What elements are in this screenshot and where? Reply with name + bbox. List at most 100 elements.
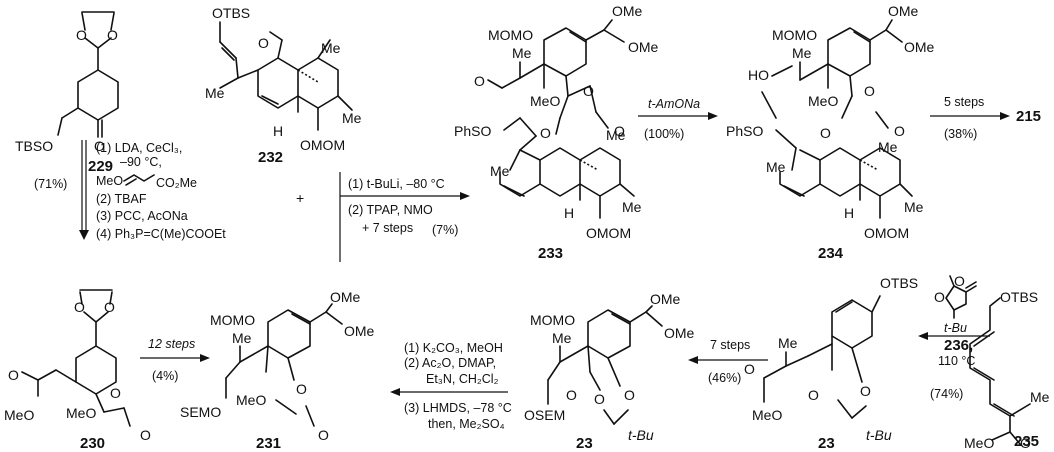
atom-o: O bbox=[540, 125, 551, 141]
atom-o: O bbox=[110, 385, 121, 401]
atom-momo: MOMO bbox=[488, 27, 533, 43]
atom-o: O bbox=[864, 83, 875, 99]
atom-o: O bbox=[474, 73, 485, 89]
atom-ome: OMe bbox=[330, 289, 361, 305]
compound-233: MOMO OMe OMe Me O MeO O O O PhSO Me bbox=[454, 3, 659, 262]
atom-o: O bbox=[104, 299, 115, 315]
step6-line1: (1) K₂CO₃, MeOH bbox=[404, 341, 503, 355]
step2-yield: (7%) bbox=[432, 223, 458, 237]
arrow-step6 bbox=[390, 388, 508, 396]
atom-ome: OMe bbox=[650, 291, 681, 307]
step1-line5: (3) PCC, AcONa bbox=[96, 209, 188, 223]
atom-meo: MeO bbox=[964, 435, 994, 451]
atom-o: O bbox=[74, 299, 85, 315]
plus-sign: + bbox=[296, 190, 304, 206]
atom-omom: OMOM bbox=[586, 225, 631, 241]
atom-o: O bbox=[107, 27, 118, 43]
label-235: 235 bbox=[1014, 433, 1039, 450]
arrow-step8 bbox=[918, 332, 990, 340]
atom-tbu: t-Bu bbox=[866, 427, 892, 443]
atom-omom: OMOM bbox=[864, 225, 909, 241]
step1-line2: –90 °C, bbox=[120, 155, 162, 169]
arrow-step5 bbox=[140, 354, 210, 362]
atom-me: Me bbox=[766, 159, 786, 175]
step7-reagent: 7 steps bbox=[710, 338, 750, 352]
compound-232: OTBS Me O Me Me H OMOM 232 bbox=[205, 5, 362, 166]
atom-me: Me bbox=[232, 330, 252, 346]
atom-otbs: OTBS bbox=[212, 5, 250, 21]
atom-me: Me bbox=[878, 139, 898, 155]
atom-ho: HO bbox=[748, 67, 769, 83]
atom-h: H bbox=[844, 205, 854, 221]
step2-line3: + 7 steps bbox=[362, 221, 413, 235]
atom-me: Me bbox=[622, 199, 642, 215]
atom-me: Me bbox=[342, 110, 362, 126]
atom-ome: OMe bbox=[628, 39, 659, 55]
step6-line4: (3) LHMDS, –78 °C bbox=[404, 401, 512, 415]
label-23-b: 23 bbox=[818, 435, 835, 452]
atom-phso2: PhSO bbox=[726, 123, 763, 139]
compound-229: O O O TBSO 229 bbox=[15, 11, 119, 175]
step1-line1: (1) LDA, CeCl₃, bbox=[96, 141, 182, 155]
compound-231: MOMO OMe OMe Me SEMO MeO O O 231 bbox=[180, 289, 375, 452]
step8-reagent2: 236, bbox=[944, 337, 973, 354]
compound-23-a: MOMO OMe OMe Me OSEM O O O t-Bu 23 bbox=[524, 291, 695, 452]
step8-yield: (74%) bbox=[930, 387, 963, 401]
atom-meo: MeO bbox=[4, 407, 34, 423]
atom-otbs: OTBS bbox=[880, 275, 918, 291]
atom-me: Me bbox=[904, 199, 924, 215]
atom-o: O bbox=[583, 83, 594, 99]
arrow-step4 bbox=[930, 112, 1010, 120]
label-23-a: 23 bbox=[576, 435, 593, 452]
arrow-step3 bbox=[638, 112, 718, 120]
atom-me: Me bbox=[512, 45, 532, 61]
atom-o: O bbox=[808, 387, 819, 403]
atom-otbs: OTBS bbox=[1000, 289, 1038, 305]
step8-temp: 110 °C bbox=[938, 354, 975, 368]
atom-momo: MOMO bbox=[530, 312, 575, 328]
atom-me: Me bbox=[490, 163, 510, 179]
label-233: 233 bbox=[538, 245, 563, 262]
step5-yield: (4%) bbox=[152, 369, 178, 383]
step3-reagent: t-AmONa bbox=[648, 97, 700, 111]
atom-omom: OMOM bbox=[300, 137, 345, 153]
label-232: 232 bbox=[258, 149, 283, 166]
atom-o: O bbox=[624, 387, 635, 403]
label-231: 231 bbox=[256, 435, 281, 452]
arrow-step1 bbox=[79, 140, 89, 240]
arrow-step7 bbox=[688, 356, 768, 364]
compound-234: MOMO OMe OMe Me HO MeO O O O PhSO Me Me … bbox=[726, 3, 935, 262]
atom-o: O bbox=[594, 391, 605, 407]
label-234: 234 bbox=[818, 245, 844, 262]
atom-meo: MeO bbox=[808, 93, 838, 109]
atom-me: Me bbox=[1030, 389, 1050, 405]
atom-me: Me bbox=[606, 127, 626, 143]
atom-ome: OMe bbox=[344, 323, 375, 339]
atom-osem: OSEM bbox=[524, 407, 565, 423]
atom-o: O bbox=[318, 427, 329, 443]
atom-ome: OMe bbox=[612, 3, 643, 19]
atom-o: O bbox=[76, 27, 87, 43]
label-215: 215 bbox=[1016, 108, 1041, 125]
atom-o: O bbox=[894, 123, 905, 139]
compound-23-b: OTBS Me O MeO O O t-Bu 23 bbox=[744, 275, 918, 452]
atom-tbso: TBSO bbox=[15, 138, 53, 154]
atom-o: O bbox=[296, 381, 307, 397]
step4-reagent: 5 steps bbox=[944, 95, 984, 109]
atom-meo: MeO bbox=[236, 392, 266, 408]
atom-semo: SEMO bbox=[180, 404, 221, 420]
compound-230: O O O MeO MeO O O 230 bbox=[4, 289, 151, 452]
step6-line3: Et₃N, CH₂Cl₂ bbox=[426, 372, 499, 386]
atom-h: H bbox=[273, 123, 283, 139]
step1-line4: (2) TBAF bbox=[96, 192, 147, 206]
atom-o: O bbox=[140, 427, 151, 443]
atom-o: O bbox=[954, 273, 965, 289]
atom-o: O bbox=[258, 35, 269, 51]
label-230: 230 bbox=[80, 435, 105, 452]
step2-line2: (2) TPAP, NMO bbox=[348, 203, 433, 217]
step6-line5: then, Me₂SO₄ bbox=[428, 417, 505, 431]
step3-yield: (100%) bbox=[644, 127, 684, 141]
atom-o: O bbox=[744, 361, 755, 377]
atom-o: O bbox=[94, 138, 105, 154]
atom-o: O bbox=[1020, 435, 1031, 451]
